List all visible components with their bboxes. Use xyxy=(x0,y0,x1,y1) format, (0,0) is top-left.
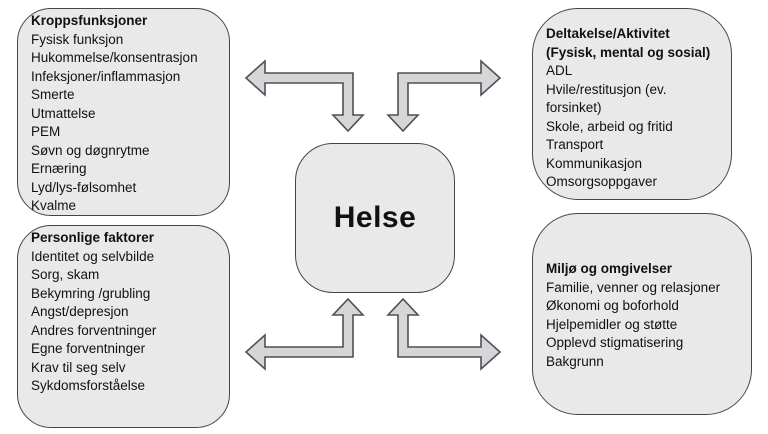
box-miljo-og-omgivelser: Miljø og omgivelser Familie, venner og r… xyxy=(532,213,752,415)
box-item: Transport xyxy=(546,137,604,152)
box-item: Sykdomsforståelse xyxy=(31,378,146,393)
box-item: PEM xyxy=(31,124,61,139)
box-item: Bakgrunn xyxy=(546,353,604,369)
box-item: Krav til seg selv xyxy=(31,359,126,375)
box-title: Kroppsfunksjoner xyxy=(31,13,148,28)
box-deltakelse-aktivitet: Deltakelse/Aktivitet (Fysisk, mental og … xyxy=(532,8,732,200)
box-item: Egne forventninger xyxy=(31,341,146,356)
arrow-bottom-right xyxy=(386,297,502,371)
box-item: Kommunikasjon xyxy=(546,155,643,171)
box-item: Hukommelse/konsentrasjon xyxy=(31,50,198,65)
box-item: Lyd/lys-følsomhet xyxy=(31,179,137,195)
box-item: ADL xyxy=(546,63,573,78)
box-item: Ernæring xyxy=(31,161,87,176)
box-item: Angst/depresjon xyxy=(31,304,129,319)
box-item: Hjelpemidler og støtte xyxy=(546,316,678,332)
box-item: Søvn og døgnrytme xyxy=(31,142,150,158)
arrow-top-left xyxy=(244,59,365,133)
box-title: Miljø og omgivelser xyxy=(546,261,673,276)
box-item: Hvile/restitusjon (ev. forsinket) xyxy=(546,81,667,116)
box-item: Utmattelse xyxy=(31,105,96,121)
box-helse-center: Helse xyxy=(295,143,455,293)
box-item: Skole, arbeid og fritid xyxy=(546,118,673,134)
box-item: Andres forventninger xyxy=(31,322,157,338)
box-title: Deltakelse/Aktivitet xyxy=(546,26,670,41)
box-title: Personlige faktorer xyxy=(31,230,155,245)
box-item: Smerte xyxy=(31,87,75,102)
box-personlige-faktorer: Personlige faktorer Identitet og selvbil… xyxy=(17,225,230,428)
box-item: Infeksjoner/inflammasjon xyxy=(31,68,181,84)
arrow-top-right xyxy=(386,59,502,133)
box-item: Kvalme xyxy=(31,198,77,213)
box-item: Identitet og selvbilde xyxy=(31,248,155,264)
box-item: Økonomi og boforhold xyxy=(546,298,679,313)
arrow-bottom-left xyxy=(244,297,365,371)
box-item: Omsorgsoppgaver xyxy=(546,174,658,189)
box-item: Fysisk funksjon xyxy=(31,31,124,47)
box-title-line2: (Fysisk, mental og sosial) xyxy=(546,44,711,60)
box-item: Familie, venner og relasjoner xyxy=(546,279,721,295)
box-kroppsfunksjoner: Kroppsfunksjoner Fysisk funksjon Hukomme… xyxy=(17,8,230,216)
center-label: Helse xyxy=(333,200,417,234)
box-item: Bekymring /grubling xyxy=(31,285,151,301)
box-item: Opplevd stigmatisering xyxy=(546,335,684,350)
box-item: Sorg, skam xyxy=(31,267,100,282)
